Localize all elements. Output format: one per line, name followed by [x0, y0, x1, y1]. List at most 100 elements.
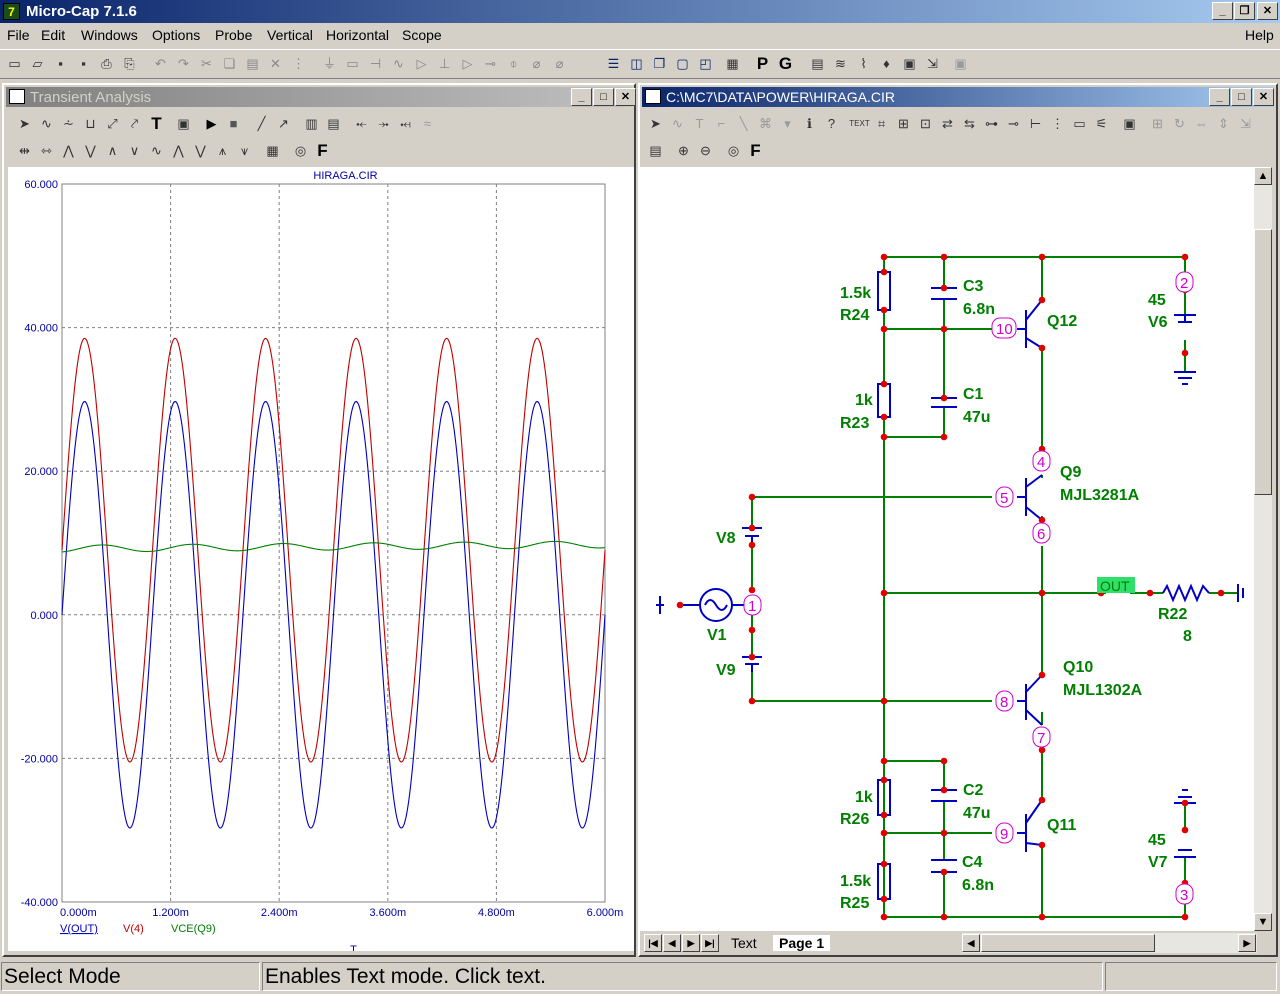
npn-icon[interactable]: ⌀: [532, 56, 541, 71]
top-icon[interactable]: ⩚: [218, 143, 227, 158]
capacitor-icon[interactable]: ⊣: [369, 56, 382, 71]
shape-icon[interactable]: ▾: [784, 116, 791, 131]
switch-icon[interactable]: ⊸: [485, 56, 496, 71]
delete-icon[interactable]: ✕: [270, 56, 281, 71]
cursor-low-icon[interactable]: ≈: [423, 116, 432, 131]
component-editor-icon[interactable]: ▤: [649, 143, 662, 158]
color-icon[interactable]: ◎: [727, 143, 740, 158]
copy-icon[interactable]: ❏: [223, 56, 236, 71]
valley-icon[interactable]: ⋁: [85, 143, 96, 158]
text-tool-icon[interactable]: T: [151, 114, 162, 133]
schematic-horizontal-scrollbar[interactable]: ◀ ▶: [962, 933, 1257, 953]
run-icon[interactable]: ▶: [206, 116, 217, 131]
restore-button[interactable]: ❐: [1234, 2, 1255, 20]
save-all-icon[interactable]: ▪: [81, 56, 86, 71]
ground-icon[interactable]: ⏚: [322, 56, 336, 71]
step-icon[interactable]: ⊞: [1152, 116, 1163, 131]
ascii-icon[interactable]: ▣: [954, 56, 967, 71]
calculator-icon[interactable]: ▦: [726, 56, 739, 71]
inflection-icon[interactable]: ∿: [151, 143, 162, 158]
save-icon[interactable]: ▪: [58, 56, 63, 71]
cursor-peak-icon[interactable]: ⤝: [356, 116, 367, 131]
info-icon[interactable]: ℹ: [807, 116, 812, 131]
scroll-left-button[interactable]: ◀: [962, 934, 980, 952]
data-points-icon[interactable]: ▦: [266, 143, 279, 158]
flip-x-icon[interactable]: ⇔: [1195, 116, 1208, 131]
menu-file[interactable]: File: [7, 27, 30, 43]
g-button-icon[interactable]: G: [778, 54, 793, 73]
component-icon[interactable]: ⌘: [759, 116, 772, 131]
grid-dots-icon[interactable]: ⋮: [1051, 116, 1064, 131]
open-file-icon[interactable]: ▱: [32, 56, 43, 71]
global-low-icon[interactable]: ⋁: [195, 143, 206, 158]
cursor-icon[interactable]: ⩪: [63, 116, 74, 131]
prev-point-icon[interactable]: ⇿: [41, 143, 52, 158]
menu-horizontal[interactable]: Horizontal: [326, 27, 390, 43]
global-high-icon[interactable]: ⋀: [173, 143, 184, 158]
stop-icon[interactable]: ■: [229, 116, 238, 131]
select-all-icon[interactable]: ⋮: [292, 56, 305, 71]
horizontal-scroll-thumb[interactable]: [981, 934, 1155, 952]
prev-page-button[interactable]: ◀: [663, 934, 681, 952]
redo-icon[interactable]: ↷: [178, 56, 189, 71]
border-icon[interactable]: ⚟: [1095, 116, 1108, 131]
ortho-wire-icon[interactable]: ⌐: [717, 116, 726, 131]
schematic-vertical-scrollbar[interactable]: ▲ ▼: [1254, 167, 1272, 931]
zoom-out-icon[interactable]: ⊖: [700, 143, 711, 158]
paste-icon[interactable]: ▤: [246, 56, 259, 71]
scroll-down-button[interactable]: ▼: [1254, 913, 1272, 931]
next-page-button[interactable]: ▶: [682, 934, 700, 952]
print-icon[interactable]: ⎙: [101, 56, 112, 71]
p-button-icon[interactable]: P: [756, 54, 769, 73]
source-icon[interactable]: ⌽: [509, 56, 518, 71]
properties-icon[interactable]: ▣: [1123, 116, 1136, 131]
node-voltages-icon[interactable]: ⊞: [898, 116, 909, 131]
tile-vertical-icon[interactable]: ◫: [630, 56, 643, 71]
tab-text[interactable]: Text: [731, 935, 757, 951]
new-file-icon[interactable]: ▭: [8, 56, 21, 71]
arrow-line-icon[interactable]: ↗: [278, 116, 289, 131]
schematic-minimize-button[interactable]: _: [1209, 88, 1230, 106]
schematic-canvas[interactable]: 10 2 4 5 6 1 8 7 9 3 1.5k R24 C3 6.8n Q1…: [640, 167, 1254, 931]
flip-y-icon[interactable]: ⇕: [1218, 116, 1229, 131]
waveform-icon[interactable]: ≋: [835, 56, 846, 71]
bottom-icon[interactable]: ⩛: [240, 143, 249, 158]
peak-icon[interactable]: ⋀: [63, 143, 74, 158]
menu-edit[interactable]: Edit: [41, 27, 66, 43]
zoom-region-icon[interactable]: ⊔: [85, 116, 96, 131]
high-icon[interactable]: ∧: [107, 143, 118, 158]
opamp-icon[interactable]: ▷: [462, 56, 473, 71]
power-icon[interactable]: ⇄: [942, 116, 953, 131]
undo-icon[interactable]: ↶: [155, 56, 166, 71]
resistor-icon[interactable]: ▭: [346, 56, 359, 71]
scroll-right-button[interactable]: ▶: [1238, 934, 1256, 952]
mirror-icon[interactable]: ⇲: [1240, 116, 1251, 131]
pin-connections-icon[interactable]: ⊶: [985, 116, 998, 131]
model-icon[interactable]: ⌇: [860, 56, 867, 71]
rotate-icon[interactable]: ↻: [1174, 116, 1185, 131]
first-page-button[interactable]: |◀: [644, 934, 662, 952]
split-icon[interactable]: ◰: [699, 56, 712, 71]
tab-page-1[interactable]: Page 1: [773, 935, 831, 951]
v-i-icon[interactable]: ⇲: [927, 56, 938, 71]
inductor-icon[interactable]: ∿: [393, 56, 404, 71]
maximize-all-icon[interactable]: ▢: [676, 56, 689, 71]
cursor-valley-icon[interactable]: ⤞: [378, 116, 389, 131]
vertical-scroll-thumb[interactable]: [1254, 229, 1272, 495]
transient-minimize-button[interactable]: _: [571, 88, 592, 106]
next-point-icon[interactable]: ⇹: [19, 143, 30, 158]
scale-icon[interactable]: ∿: [41, 116, 52, 131]
transient-close-button[interactable]: ✕: [615, 88, 636, 106]
scope-icon[interactable]: ▣: [903, 56, 916, 71]
component-list-icon[interactable]: ▤: [811, 56, 824, 71]
select-arrow-icon[interactable]: ➤: [19, 116, 30, 131]
wire-icon[interactable]: ∿: [672, 116, 683, 131]
menu-probe[interactable]: Probe: [215, 27, 253, 43]
print-preview-icon[interactable]: ⎘: [124, 56, 135, 71]
pan-icon[interactable]: ⤢: [107, 116, 118, 131]
battery-icon[interactable]: ⊥: [438, 56, 451, 71]
minor-grid-icon[interactable]: ▤: [327, 116, 340, 131]
properties-icon[interactable]: ▣: [177, 116, 190, 131]
cursor-high-icon[interactable]: ⤟: [400, 116, 411, 131]
help-icon[interactable]: ?: [827, 116, 836, 131]
